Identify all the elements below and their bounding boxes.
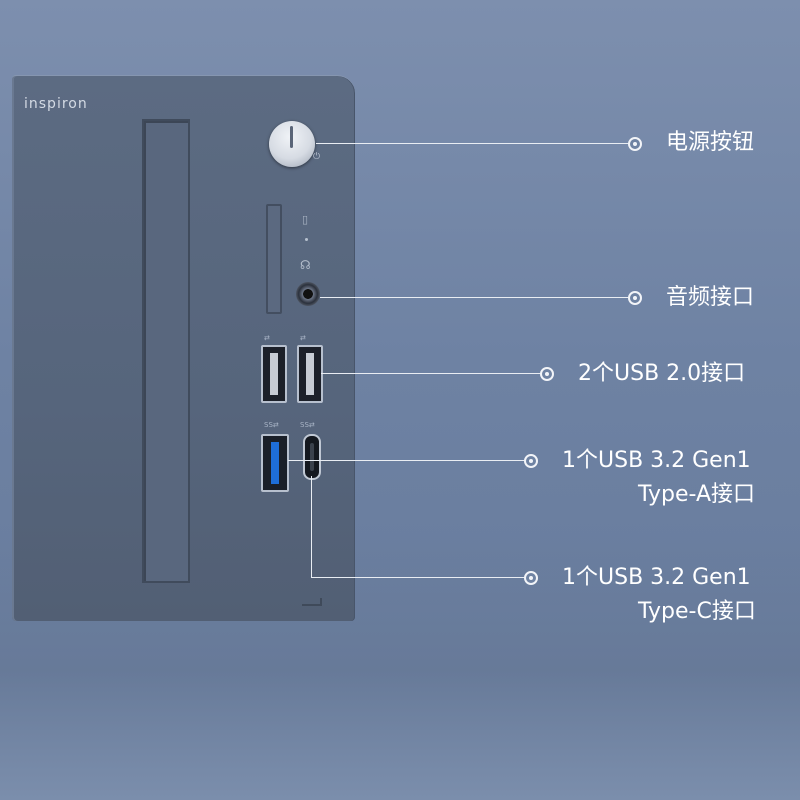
usb-3-type-a-port[interactable] (261, 434, 289, 492)
callout-label-usbc-line2: Type-C接口 (638, 599, 756, 624)
callout-label-usb2: 2个USB 2.0接口 (578, 361, 746, 386)
usb-2-port-left[interactable] (261, 345, 287, 403)
usb-port-tongue (306, 353, 314, 395)
headset-icon: ☊ (300, 258, 311, 272)
power-button-mark (290, 126, 293, 148)
optical-drive-slot (142, 119, 190, 583)
callout-dot-audio (628, 291, 642, 305)
callout-line-power (316, 143, 629, 144)
callout-vline-usbc (311, 476, 312, 577)
callout-label-usbc-line1: 1个USB 3.2 Gen1 (562, 565, 751, 590)
usb-port-tongue (310, 443, 314, 471)
callout-line-usb3a (288, 460, 525, 461)
storage-led-icon: ▯ (302, 213, 309, 226)
callout-dot-usb3a (524, 454, 538, 468)
callout-dot-usbc (524, 571, 538, 585)
callout-label-usb3a-line1: 1个USB 3.2 Gen1 (562, 448, 751, 473)
audio-jack[interactable] (296, 282, 320, 306)
panel-foot (302, 598, 322, 606)
callout-dot-power (628, 137, 642, 151)
callout-line-usb2 (321, 373, 541, 374)
usb-2-port-right[interactable] (297, 345, 323, 403)
power-symbol-icon: ⏻ (313, 152, 321, 162)
usb-3-type-c-port[interactable] (303, 434, 321, 480)
callout-label-power: 电源按钮 (666, 130, 755, 155)
usb-port-tongue (270, 353, 278, 395)
callout-label-usb3a-line2: Type-A接口 (638, 482, 756, 507)
callout-line-audio (320, 297, 629, 298)
activity-led (305, 238, 308, 241)
usb-ss-symbol-icon: SS⇄ (264, 421, 279, 429)
callout-line-usbc (311, 577, 525, 578)
usb-symbol-icon: ⇄ (300, 334, 306, 342)
callout-label-audio: 音频接口 (666, 285, 755, 310)
brand-logo: inspiron (24, 96, 88, 112)
usb-symbol-icon: ⇄ (264, 334, 270, 342)
usb-port-tongue (271, 442, 279, 484)
usb-ss-symbol-icon: SS⇄ (300, 421, 315, 429)
card-reader-slot[interactable] (266, 204, 282, 314)
callout-dot-usb2 (540, 367, 554, 381)
